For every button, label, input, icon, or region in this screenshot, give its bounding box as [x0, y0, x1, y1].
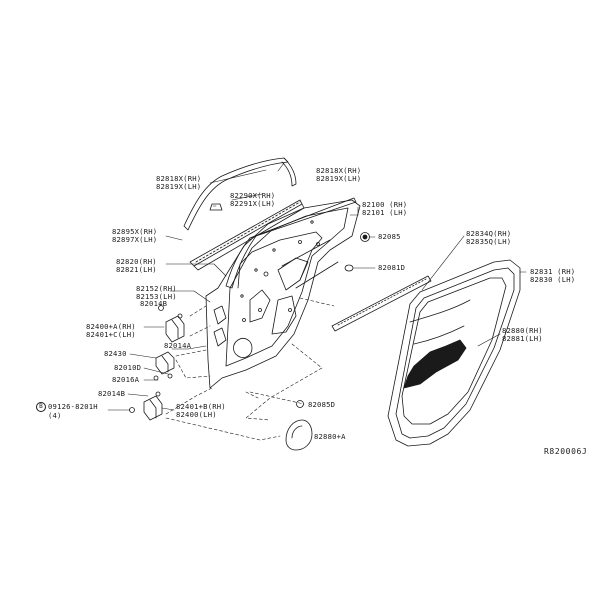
weatherstrip-main-rh: 82831 (RH): [530, 267, 576, 276]
upper-hinge-label: 82400+A(RH) 82401+C(LH): [86, 323, 136, 339]
weatherstrip-outer-rh: 82834Q(RH): [466, 229, 512, 238]
weatherstrip-outer-label: 82834Q(RH) 82835Q(LH): [466, 230, 511, 246]
door-panel-lh: 82101 (LH): [362, 208, 408, 217]
weatherstrip-outer-lh: 82835Q(LH): [466, 237, 512, 246]
upper-sash-seal-lh: 82821(LH): [116, 265, 157, 274]
outer-sash-finisher-label: 82818X(RH) 82819X(LH): [316, 167, 361, 183]
hinge-washer-label: 82014A: [164, 341, 192, 350]
lower-hinge-seal-rh: 82152(RH): [136, 284, 177, 293]
beltline-strip-part: [331, 275, 432, 332]
hinge-spacer-label: 82016A: [112, 375, 140, 384]
door-panel-part: [205, 199, 361, 389]
inner-sash-trim-rh: 82290X(RH): [230, 191, 276, 200]
door-panel-label: 82100 (RH) 82101 (LH): [362, 201, 407, 217]
weatherstrip-main-label: 82831 (RH) 82830 (LH): [530, 268, 575, 284]
hinge-fastener-qty: (4): [48, 411, 62, 420]
sealing-screen-part: [401, 277, 507, 425]
upper-hinge-lh: 82401+C(LH): [86, 330, 136, 339]
inner-sash-trim-lh: 82291X(LH): [230, 199, 276, 208]
lower-hinge-label: 82401+B(RH) 82400(LH): [176, 403, 226, 419]
lower-hinge-lh: 82400(LH): [176, 410, 217, 419]
hinge-fastener-code: 09126-8201H: [48, 402, 98, 411]
outer-sash-finisher-lh: 82819X(LH): [316, 174, 362, 183]
grommet-part: [344, 264, 354, 272]
bumper-label: 82085D: [308, 400, 336, 409]
outer-sash-finisher-rh: 82818X(RH): [316, 166, 362, 175]
glass-run-rh: 82895X(RH): [112, 227, 158, 236]
sealing-screen-rh: 82880(RH): [502, 326, 543, 335]
weatherstrip-part: [387, 259, 521, 447]
sash-moulding-lh: 82819X(LH): [156, 182, 202, 191]
door-plug-label: 82085: [378, 232, 401, 241]
access-cover-part: [285, 419, 313, 451]
sealing-screen-lh: 82881(LH): [502, 334, 543, 343]
upper-hinge-rh: 82400+A(RH): [86, 322, 136, 331]
hinge-bolt-upper-label: 82014B: [140, 299, 168, 308]
inner-sash-trim-part: [189, 199, 305, 271]
check-link-label: 82430: [104, 349, 127, 358]
sash-moulding-rh: 82818X(RH): [156, 174, 202, 183]
upper-sash-seal-rh: 82820(RH): [116, 257, 157, 266]
dashed-leaders: [165, 297, 335, 441]
drawing-reference-code: R820006J: [544, 447, 588, 456]
access-cover-label: 82880+A: [314, 432, 346, 441]
hinge-bolt-lower-label: 82014B: [98, 389, 126, 398]
upper-sash-seal-label: 82820(RH) 82821(LH): [116, 258, 157, 274]
lower-hinge-rh: 82401+B(RH): [176, 402, 226, 411]
grommet-label: 82081D: [378, 263, 406, 272]
bumper-part: [296, 400, 304, 408]
lower-hinge-seal-label: 82152(RH) 82153(LH): [136, 285, 177, 301]
door-plug-part: [360, 232, 370, 242]
hinge-pin-label: 82010D: [114, 363, 142, 372]
weatherstrip-main-lh: 82830 (LH): [530, 275, 576, 284]
sash-moulding-part: [183, 157, 297, 231]
glass-run-label: 82895X(RH) 82897X(LH): [112, 228, 157, 244]
door-panel-rh: 82100 (RH): [362, 200, 408, 209]
sealing-screen-label: 82880(RH) 82881(LH): [502, 327, 543, 343]
inner-sash-trim-label: 82290X(RH) 82291X(LH): [230, 192, 275, 208]
upper-sash-seal-part: [225, 197, 357, 289]
leader-lines: [107, 162, 527, 411]
sash-moulding-label: 82818X(RH) 82819X(LH): [156, 175, 201, 191]
lower-hinge-seal-lh: 82153(LH): [136, 292, 177, 301]
glass-run-lh: 82897X(LH): [112, 235, 158, 244]
